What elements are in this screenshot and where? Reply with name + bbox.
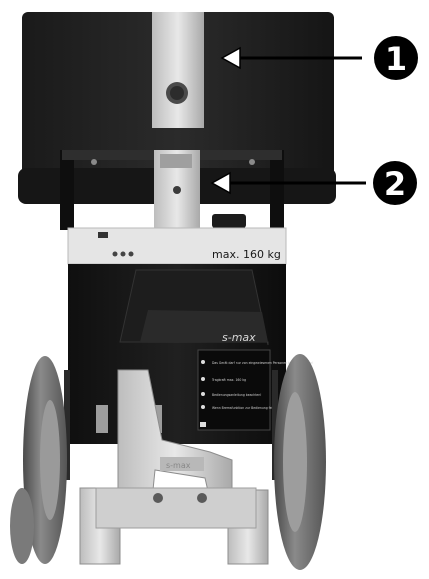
callout-2-badge [373,161,417,205]
svg-text:Bedienungsanleitung beachten!: Bedienungsanleitung beachten! [212,393,262,397]
brand-logo: s-max [222,331,256,344]
callout-2: 2 [210,161,417,205]
upper-handle-bar [152,12,204,128]
callout-2-number: 2 [384,165,406,203]
callout-1: 1 [220,36,418,80]
callout-1-badge [374,36,418,80]
left-front-wheel [10,488,34,564]
svg-text:Das Gerät darf nur von eingewi: Das Gerät darf nur von eingewiesenen Per… [212,361,314,365]
warning-text: Das Gerät darf nur von eingewiesenen Per… [211,361,322,410]
callout-1-number: 1 [385,40,407,78]
max-load-label: max. 160 kg [212,248,281,261]
base-logo: s-max [166,461,191,470]
svg-text:Wenn Bremsfunktion zur Bedienu: Wenn Bremsfunktion zur Bedienung fehlt B… [212,406,322,410]
svg-text:Tragkraft max. 160 kg: Tragkraft max. 160 kg [211,378,246,382]
warning-plate [197,349,271,431]
